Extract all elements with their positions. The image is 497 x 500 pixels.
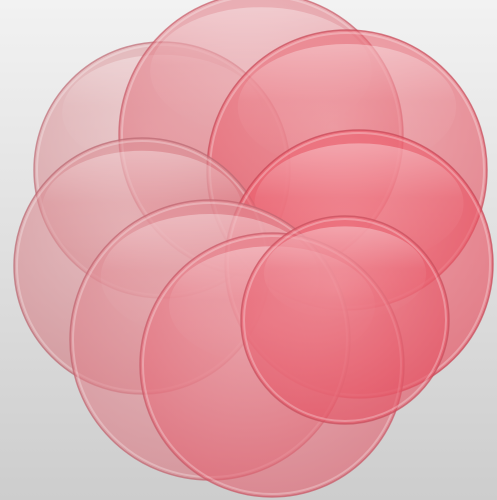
circle-lower-right-sheen [264,226,426,320]
